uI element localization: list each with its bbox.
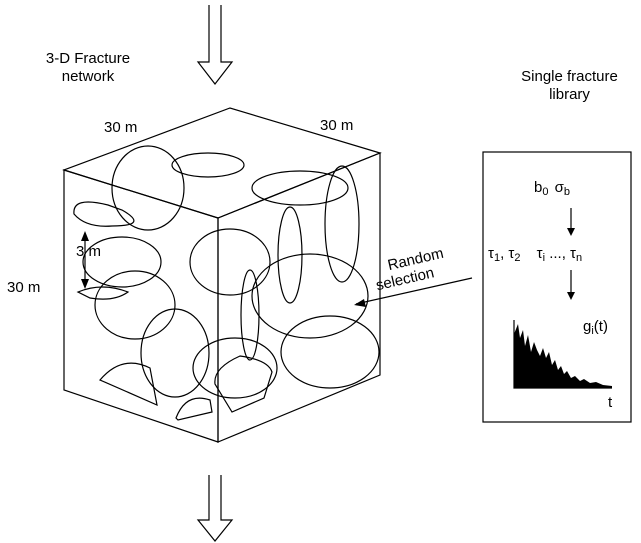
tau2-symbol: τ [508, 245, 515, 262]
tau2-subscript: 2 [514, 252, 521, 264]
taun-subscript: n [575, 252, 583, 264]
tau1-subscript: 1 [493, 252, 501, 264]
input-hollow-arrow [196, 5, 234, 85]
library-title-line1: Single fracture [521, 68, 618, 85]
library-title-line2: library [549, 86, 590, 103]
tau-list: τ1, τ2 τi ..., τn [488, 245, 583, 264]
g-symbol: g [583, 318, 592, 335]
network-title: 3-D Fracture network [28, 50, 148, 86]
sigma-symbol: σ [554, 179, 564, 196]
g-subscript: i [591, 325, 594, 337]
fracture-ellipses [73, 145, 380, 421]
network-title-line1: 3-D Fracture [45, 50, 131, 67]
taui-subscript: i [542, 252, 546, 264]
sigma-subscript: b [563, 186, 571, 198]
taun-symbol: τ [570, 245, 576, 262]
g-function-label: gi(t) [583, 318, 608, 337]
spacing-arrowhead-down [81, 279, 89, 289]
random-selection-arrow [355, 277, 473, 305]
taui-symbol: τ [536, 245, 543, 262]
dimension-top-left: 30 m [104, 119, 138, 136]
fracture-cube [62, 107, 382, 443]
spacing-arrowhead-up [81, 231, 89, 241]
network-title-line2: network [61, 68, 115, 85]
tau-ellipsis: ..., [549, 245, 566, 262]
output-hollow-arrow [196, 475, 234, 542]
b-symbol: b [534, 179, 543, 196]
dimension-spacing: 3 m [76, 243, 102, 260]
library-title: Single fracture library [497, 68, 641, 104]
tau1-symbol: τ [488, 245, 494, 262]
random-selection-arrowhead [354, 299, 366, 307]
parameter-b0-sigma: b0 σb [534, 179, 571, 198]
g-argument: (t) [593, 318, 608, 335]
dimension-side: 30 m [7, 279, 41, 296]
retention-time-distribution [514, 324, 612, 388]
library-box [482, 151, 632, 423]
library-arrowhead-1 [567, 228, 575, 236]
library-arrowhead-2 [567, 292, 575, 300]
b-subscript: 0 [542, 186, 549, 198]
dimension-top-right: 30 m [320, 117, 354, 134]
t-axis-label: t [608, 394, 613, 411]
